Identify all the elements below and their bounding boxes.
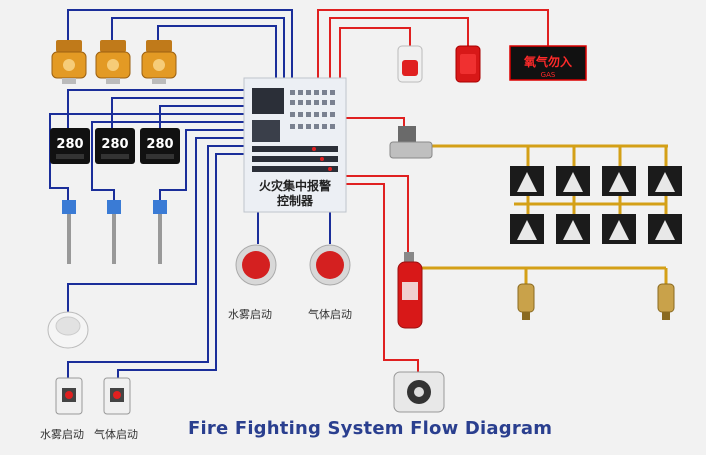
temperature-probe-3 [153, 200, 167, 264]
controller-label-line2: 控制器 [277, 193, 314, 208]
temperature-controller-1: 280 [50, 128, 90, 164]
gas-sign-main: 氧气勿入 [523, 54, 572, 69]
sound-light-alarm [397, 45, 423, 83]
manual-call-point-water-mist [55, 377, 83, 415]
spray-nozzle [510, 166, 544, 196]
solenoid-valve [389, 126, 433, 159]
controller-zone-buttons [252, 146, 338, 172]
spray-nozzle [648, 166, 682, 196]
gas-sign-sub: GAS [541, 71, 556, 79]
spray-nozzle [510, 214, 544, 244]
temp-reading-1: 280 [56, 137, 83, 152]
label-water-mist-start-bottom: 水雾启动 [40, 428, 84, 441]
label-gas-start-bottom: 气体启动 [94, 428, 138, 441]
smoke-detector [47, 311, 89, 349]
spray-nozzle [556, 214, 590, 244]
gas-detector-3 [141, 40, 177, 84]
gas-warning-sign: 氧气勿入 GAS [509, 45, 587, 81]
fire-alarm-controller: 火灾集中报警 控制器 [243, 77, 347, 213]
temp-reading-2: 280 [101, 137, 128, 152]
water-mist-start-button [235, 244, 277, 286]
gas-detector-2 [95, 40, 131, 84]
temperature-controller-3: 280 [140, 128, 180, 164]
controller-label-line1: 火灾集中报警 [259, 178, 331, 193]
temperature-controller-2: 280 [95, 128, 135, 164]
spray-nozzles [510, 166, 682, 244]
spray-nozzle [602, 214, 636, 244]
gas-extinguisher-cylinder [397, 252, 423, 329]
controller-screen [252, 88, 284, 114]
temperature-probe-1 [62, 200, 76, 264]
fire-alarm-bell [455, 45, 481, 83]
temp-reading-3: 280 [146, 137, 173, 152]
gas-detector-1 [51, 40, 87, 84]
signal-wires [49, 9, 331, 378]
spray-nozzle [602, 166, 636, 196]
pipes [420, 144, 668, 284]
controller-keypad [290, 90, 335, 129]
spray-nozzle [556, 166, 590, 196]
gas-nozzle-2 [657, 283, 675, 320]
gas-nozzle-1 [517, 283, 535, 320]
temperature-probe-2 [107, 200, 121, 264]
exhaust-fan [393, 371, 445, 413]
gas-start-button [309, 244, 351, 286]
spray-nozzle [648, 214, 682, 244]
label-gas-start-center: 气体启动 [308, 308, 352, 321]
page-title: Fire Fighting System Flow Diagram [188, 418, 553, 439]
label-water-mist-start-center: 水雾启动 [228, 308, 272, 321]
manual-call-point-gas [103, 377, 131, 415]
alarm-wires [317, 9, 549, 372]
